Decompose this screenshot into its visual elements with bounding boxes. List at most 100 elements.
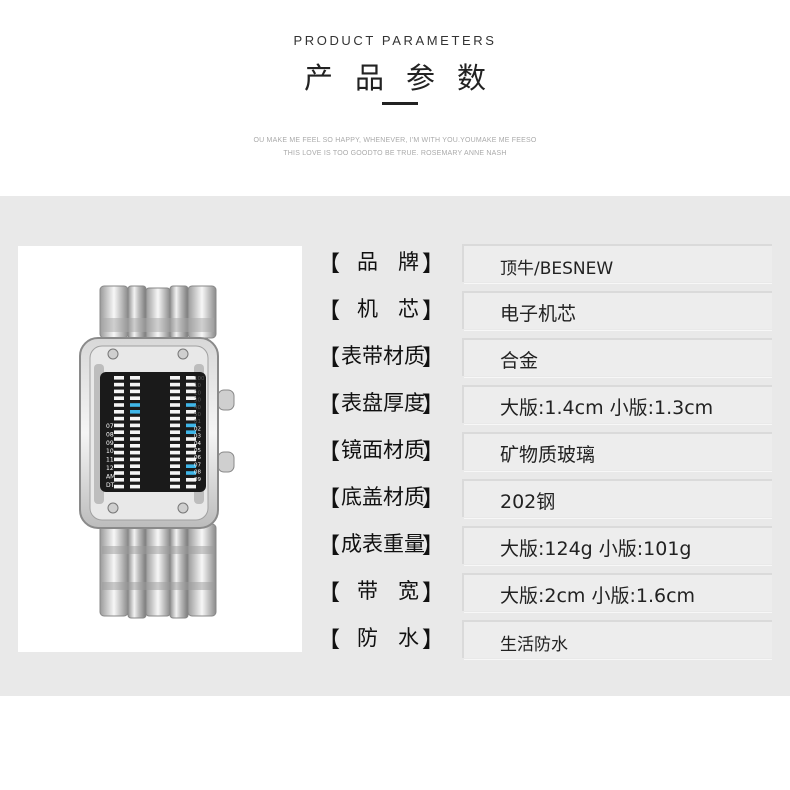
led-segment [114,410,124,414]
led-segment [170,376,180,380]
led-segment [170,382,180,387]
scale-label-right: 07 [194,462,201,468]
led-bars [114,376,196,489]
bracket-left: 【 [318,299,341,324]
led-segment [170,478,180,482]
param-row: 【带宽】 大版:2cm 小版:1.6cm [318,571,778,613]
param-label: 【品牌】 [318,246,448,278]
bracket-right: 】 [421,346,444,371]
bracket-right: 】 [421,393,444,418]
led-segment [114,389,124,394]
led-segment [186,410,196,414]
led-segment [186,376,196,380]
header: PRODUCT PARAMETERS 产品参数 OU MAKE ME FEEL … [0,0,790,196]
led-segment [170,457,180,462]
led-segment [114,396,124,400]
bracket-left: 【 [318,346,341,371]
scale-label-right: 100 [194,376,205,382]
param-value-box: 电子机芯 [462,291,772,331]
led-segment [114,423,124,428]
param-row: 【表盘厚度】 大版:1.4cm 小版:1.3cm [318,383,778,425]
scale-label-left: 08 [106,431,114,438]
bracket-left: 【 [318,440,341,465]
led-segment [186,416,196,421]
scale-label-left: 11 [106,457,114,464]
param-label-text: 成表重量 [341,532,425,556]
param-value-box: 合金 [462,338,772,378]
led-segment [170,396,180,400]
led-segment [130,376,140,380]
bracket-right: 】 [421,487,444,512]
param-label: 【带宽】 [318,575,448,607]
led-segment [130,389,140,394]
param-value: 生活防水 [500,635,568,655]
scale-label-right: 01 [194,419,201,425]
led-segment [186,484,196,489]
led-segment [186,423,196,428]
led-segment [186,478,196,482]
param-value: 大版:1.4cm 小版:1.3cm [500,397,714,419]
led-segment [170,416,180,421]
scale-label-left: 10 [106,448,114,455]
title-underline [382,102,418,105]
bracket-right: 】 [421,440,444,465]
param-row: 【成表重量】大版:124g 小版:101g [318,524,778,566]
led-segment [170,389,180,394]
quote-line-2: THIS LOVE IS TOO GOODTO BE TRUE. ROSEMAR… [283,150,507,157]
param-label-text: 表带材质 [341,344,425,368]
param-row: 【防水】生活防水 [318,618,778,660]
scale-label-left: 07 [106,423,114,430]
led-segment [114,478,124,482]
led-segment [170,430,180,434]
led-segment [130,396,140,400]
led-segment [130,471,140,475]
scale-label-left: AM [106,473,115,480]
param-label-text: 品牌 [357,250,439,274]
scale-label-right: 30 [194,398,201,404]
led-segment [130,457,140,462]
led-segment [170,471,180,475]
led-segment [130,437,140,441]
param-value-box: 顶牛/BESNEW [462,244,772,284]
param-label-text: 底盖材质 [341,485,425,509]
led-segment [114,471,124,475]
led-segment [130,416,140,421]
led-segment [170,444,180,448]
led-segment [130,430,140,434]
param-label: 【表盘厚度】 [318,387,448,419]
led-segment [186,389,196,394]
param-label: 【表带材质】 [318,340,448,372]
led-segment [114,430,124,434]
param-value: 大版:2cm 小版:1.6cm [500,585,696,607]
param-value: 合金 [500,350,539,372]
led-segment [114,403,124,407]
param-label: 【成表重量】 [318,528,448,560]
param-row: 【表带材质】 合金 [318,336,778,378]
led-segment [186,444,196,448]
led-segment [186,457,196,462]
led-segment [130,403,140,407]
bracket-left: 【 [318,393,341,418]
led-segment [114,457,124,462]
led-segment [130,444,140,448]
led-segment [170,403,180,407]
param-row: 【底盖材质】202钢 [318,477,778,519]
led-segment [114,444,124,448]
led-segment [114,450,124,455]
scale-label-right: 02 [194,426,201,432]
param-value: 电子机芯 [500,303,577,325]
bracket-right: 】 [421,628,444,653]
param-row: 【机芯】电子机芯 [318,289,778,331]
param-value-box: 大版:1.4cm 小版:1.3cm [462,385,772,425]
led-segment [170,484,180,489]
led-segment [114,437,124,441]
param-value-box: 202钢 [462,479,772,519]
scale-label-left: DT [106,482,115,489]
led-segment [114,484,124,489]
bracelet-bottom [99,523,217,619]
param-value-box: 大版:124g 小版:101g [462,526,772,566]
led-display [100,372,206,492]
